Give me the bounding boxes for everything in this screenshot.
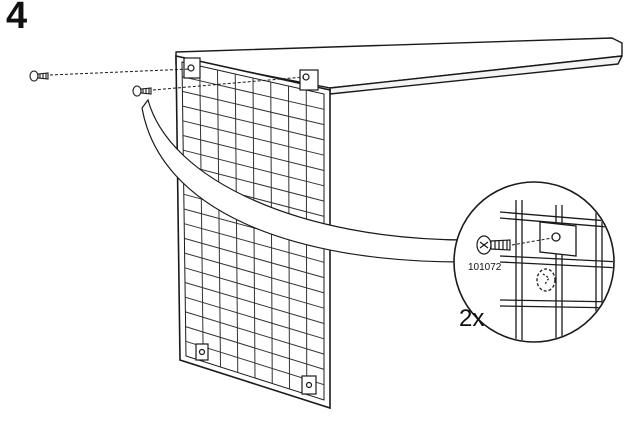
wire-horizontal — [185, 296, 325, 340]
wire-grid-panel — [175, 55, 331, 410]
panel-bracket-bottom-left — [195, 343, 209, 361]
wire-horizontal — [185, 311, 325, 355]
panel-bracket-top-left — [183, 57, 201, 79]
quantity-label: 2x — [459, 305, 485, 332]
wire-horizontal — [184, 237, 325, 279]
detail-insertion-line — [511, 237, 553, 246]
wire-horizontal — [184, 252, 325, 294]
step-number: 4 — [6, 0, 28, 37]
wire-horizontal — [182, 105, 325, 141]
wire-horizontal — [184, 282, 325, 324]
wire-horizontal — [185, 326, 325, 370]
panel-bracket-bottom-right — [301, 375, 317, 395]
wire-horizontal — [185, 340, 325, 386]
insertion-line-lower — [152, 76, 305, 91]
wire-horizontal — [182, 90, 325, 126]
wire-horizontal — [182, 120, 325, 156]
detail-screw-icon — [476, 235, 511, 255]
wire-horizontal — [182, 76, 325, 110]
insertion-line-upper — [49, 68, 191, 76]
part-number-label: 101072 — [468, 262, 502, 273]
wire-horizontal — [184, 267, 325, 309]
wire-horizontal — [183, 164, 325, 202]
wire-horizontal — [182, 135, 325, 171]
panel-bracket-top-right — [299, 69, 319, 91]
wire-horizontal — [183, 149, 325, 187]
screw-lower-icon — [132, 85, 152, 97]
wire-horizontal — [184, 223, 325, 263]
screw-upper-icon — [29, 70, 49, 82]
detail-magnified-view — [453, 181, 615, 343]
